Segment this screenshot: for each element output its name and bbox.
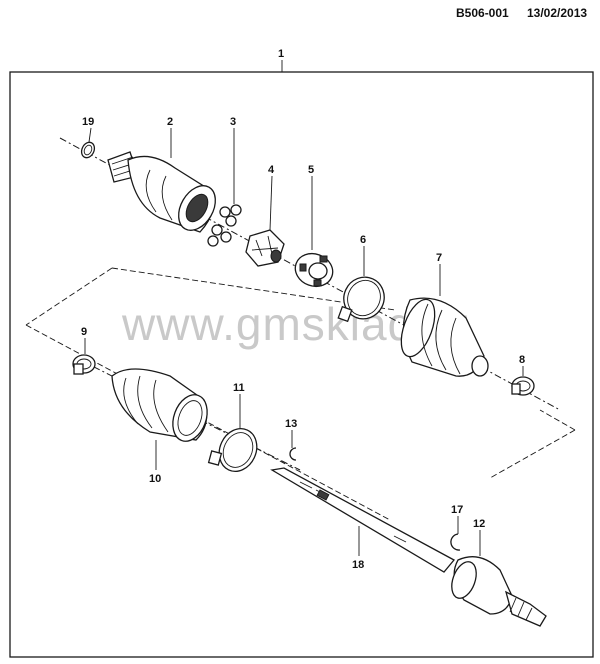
part-17-circlip [450,533,461,551]
diagram-date: 13/02/2013 [527,6,587,20]
callout-2: 2 [167,116,173,128]
part-19-snap-ring [80,141,96,159]
part-6-clamp [337,276,385,323]
part-7-outer-boot [400,297,489,377]
diagram-code: B506-001 [456,6,509,20]
part-9-small-clamp [72,354,96,375]
callout-10: 10 [149,473,161,485]
callout-12: 12 [473,518,485,530]
callout-19: 19 [82,116,94,128]
callout-labels: 1 19 2 3 4 5 6 7 8 9 10 11 12 13 17 18 [81,48,525,571]
callout-6: 6 [360,234,366,246]
callout-11: 11 [233,382,245,394]
part-4-inner-race [245,229,285,267]
part-10-inner-boot [111,368,208,442]
callout-8: 8 [519,354,525,366]
callout-3: 3 [230,116,236,128]
leader-lines [84,60,524,556]
callout-17: 17 [451,504,463,516]
callout-9: 9 [81,326,87,338]
part-13-circlip [289,447,297,461]
part-12-inner-joint-housing [451,556,547,627]
part-8-small-clamp [511,376,535,396]
part-5-cage [294,252,334,288]
assembly-frame [9,71,594,658]
callout-5: 5 [308,164,314,176]
callout-18: 18 [352,559,364,571]
callout-7: 7 [436,252,442,264]
callout-4: 4 [268,164,275,176]
callout-1: 1 [278,48,284,60]
part-11-clamp [207,428,258,472]
part-3-balls [207,204,242,247]
part-2-outer-joint-housing [107,151,216,233]
callout-13: 13 [285,418,297,430]
part-18-shaft [270,467,456,573]
